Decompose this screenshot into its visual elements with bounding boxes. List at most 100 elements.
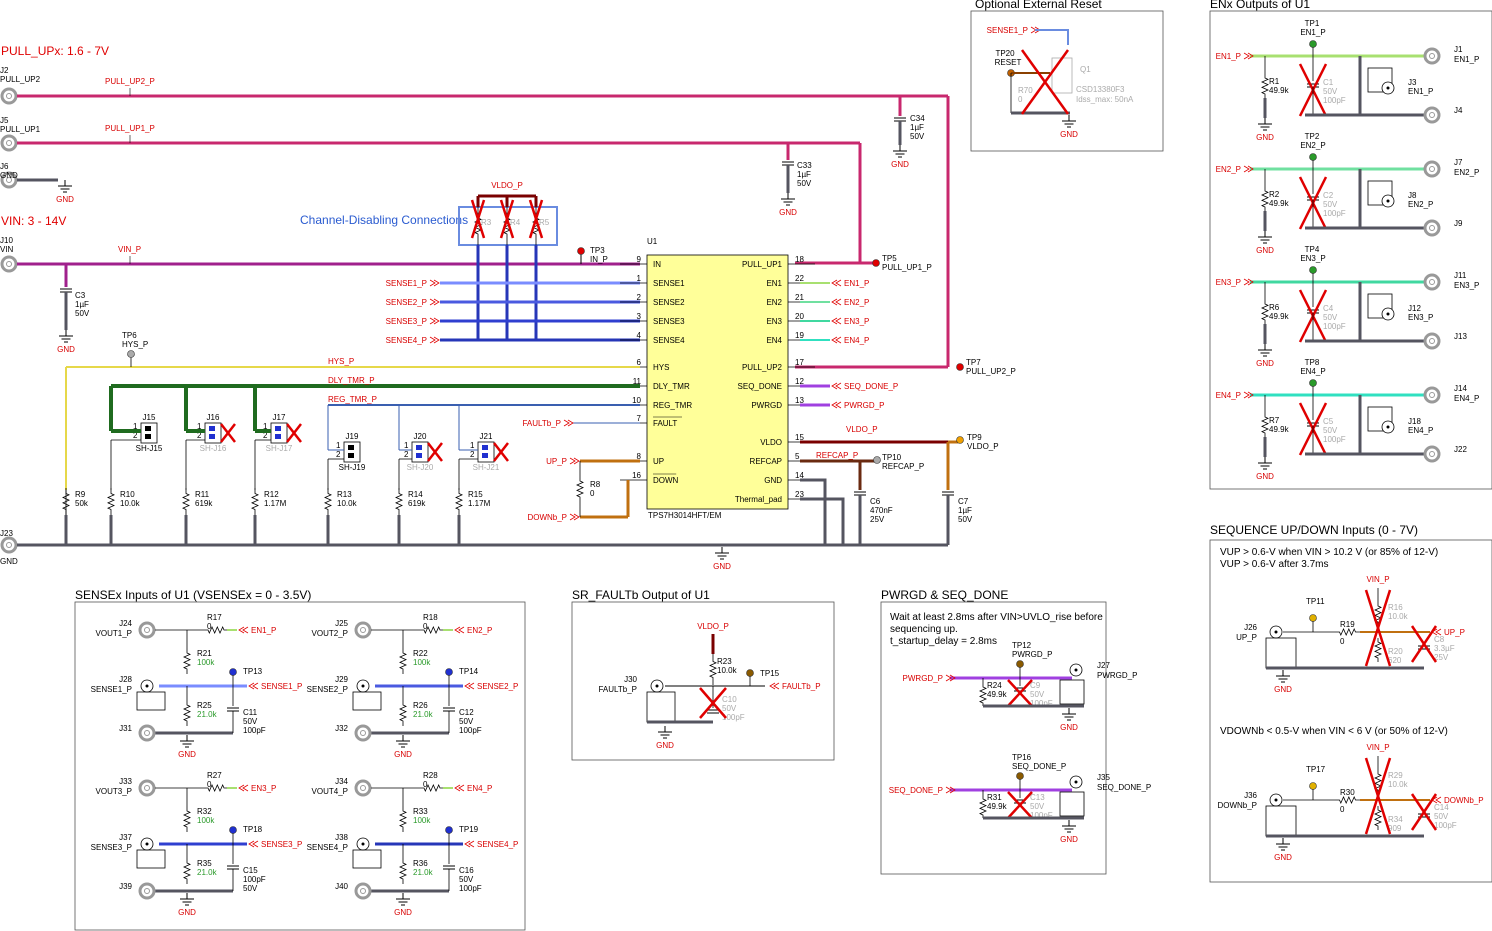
en3_p-out: EN3_P [844, 317, 869, 326]
cd-vldo-net: VLDO_P [491, 181, 523, 190]
cd-dnp-x [499, 199, 515, 239]
sense-vj-name: VOUT1_P [96, 629, 132, 638]
u1-pin-name: GND [764, 476, 782, 485]
bottom-resistor-R15 [455, 488, 463, 515]
j19-pin [348, 445, 354, 450]
pwrgd-row-c-ref: C9 [1030, 681, 1041, 690]
sense-out-net-arrow [464, 682, 471, 690]
c7-ref: C7 [958, 497, 969, 506]
cd-resistor [503, 207, 511, 245]
sense-out-net-arrow [464, 840, 471, 848]
res-ref-R15: R15 [468, 490, 483, 499]
j5-ref: J5 [0, 116, 9, 125]
en-row-net-arrow [1243, 278, 1250, 286]
sense-tp-ref: TP19 [459, 825, 479, 834]
connector-jack-center [1429, 166, 1435, 172]
downb-in-arrow [569, 513, 576, 521]
sense-en: EN2_P [467, 626, 492, 635]
coax-pin [1074, 668, 1078, 672]
sense-en-arrow [242, 784, 249, 792]
en-row-c-v2: 100pF [1323, 96, 1346, 105]
seq-down-r-val: 0 [1340, 805, 1345, 814]
en-row-gnd: GND [1256, 133, 1274, 142]
sense-rtop-val: 0 [423, 622, 428, 631]
j17-dnp [286, 423, 302, 443]
tp6-ref: TP6 [122, 331, 137, 340]
vin-net: VIN_P [118, 245, 141, 254]
seq-up-net-arrow [1435, 628, 1442, 636]
u1-pin-name: SEQ_DONE [738, 382, 782, 391]
sense-rbot-ref: R26 [413, 701, 428, 710]
u1-ref: U1 [647, 237, 658, 246]
u1-pin-name: PULL_UP1 [742, 260, 783, 269]
pullup2-net: PULL_UP2_P [105, 77, 155, 86]
tp9-net: VLDO_P [967, 442, 999, 451]
sense-rmid-ref: R32 [197, 807, 212, 816]
j15-pin2: 2 [133, 431, 138, 440]
sense-c-ref: C15 [243, 866, 258, 875]
pwrgd-row-j-name: PWRGD_P [1097, 671, 1137, 680]
pwrgd-row-j-ref: J27 [1097, 661, 1110, 670]
tp5-net: PULL_UP1_P [882, 263, 932, 272]
pwrgd-title: PWRGD & SEQ_DONE [881, 588, 1008, 602]
en-row-r-val: 49.9k [1269, 86, 1290, 95]
sense-box [74, 601, 526, 931]
q1-ref: Q1 [1080, 65, 1091, 74]
q1-part: CSD13380F3 [1076, 85, 1125, 94]
pwrgd-row-tp-ref: TP12 [1012, 641, 1032, 650]
sense-tp [229, 668, 237, 676]
sense-out-net-arrow [248, 840, 255, 848]
en-row-r-ref: R7 [1269, 416, 1280, 425]
j21-dnp [493, 442, 509, 462]
seq-up-r3 [1374, 638, 1382, 662]
seq-down-vin: VIN_P [1366, 743, 1389, 752]
reset-title: Optional External Reset [975, 0, 1102, 11]
cd-r-ref: R4 [510, 218, 521, 227]
seq-up-r-val: 0 [1340, 637, 1345, 646]
en-row-j2n: EN1_P [1408, 87, 1433, 96]
u1-pin-num: 20 [795, 312, 804, 321]
en-row-c-ref: C2 [1323, 191, 1334, 200]
u1-part: TPS7H3014HFT/EM [648, 511, 722, 520]
en-row-r-ref: R2 [1269, 190, 1280, 199]
sense-rtop-ref: R18 [423, 613, 438, 622]
u1-pin-num: 5 [795, 452, 800, 461]
seqdone-row-r-ref: R31 [987, 793, 1002, 802]
faultb-in-arrow [563, 419, 570, 427]
coax-pin [145, 684, 149, 688]
tp10-ref: TP10 [882, 453, 902, 462]
connector-jack-center [1429, 279, 1435, 285]
j21-ref: J21 [480, 432, 493, 441]
j5-name: PULL_UP1 [0, 125, 41, 134]
j20-pin2: 2 [404, 450, 409, 459]
coax-pin [1386, 86, 1390, 90]
en-row-c-v2: 100pF [1323, 209, 1346, 218]
en-row-c-ref: C1 [1323, 78, 1334, 87]
en-row-resistor [1261, 74, 1269, 98]
sense4_p-net-arrow [429, 336, 436, 344]
coax-pin [1274, 798, 1278, 802]
sense-vj-name: VOUT3_P [96, 787, 132, 796]
seq-down-tp [1309, 782, 1317, 790]
en-row-j1n: EN1_P [1454, 55, 1479, 64]
u1-pin-num: 15 [795, 433, 804, 442]
fault-r23 [709, 654, 717, 685]
seq-down-r2-val: 10.0k [1388, 780, 1409, 789]
fault-net-arrow [769, 682, 776, 690]
en-row-tp-net: EN2_P [1300, 141, 1325, 150]
u1-pin-name: REG_TMR [653, 401, 692, 410]
seqdone-row-c-v2: 100pF [1030, 811, 1053, 820]
fault-gnd: GND [656, 741, 674, 750]
en1_p-out: EN1_P [844, 279, 869, 288]
en-row-tp-ref: TP1 [1305, 19, 1320, 28]
pwrgd-row-cap-dnp [1007, 679, 1033, 707]
connector-jack-center [1429, 392, 1435, 398]
c33-val: 1µF [797, 170, 811, 179]
j6-gnd: GND [56, 195, 74, 204]
connector-jack-center [1429, 451, 1435, 457]
sense-gj-ref: J39 [119, 882, 132, 891]
seq-down-net-arrow [1435, 796, 1442, 804]
en-row-tp-net: EN3_P [1300, 254, 1325, 263]
seqdone-row-net-arrow [945, 786, 952, 794]
sense-rtop-ref: R28 [423, 771, 438, 780]
